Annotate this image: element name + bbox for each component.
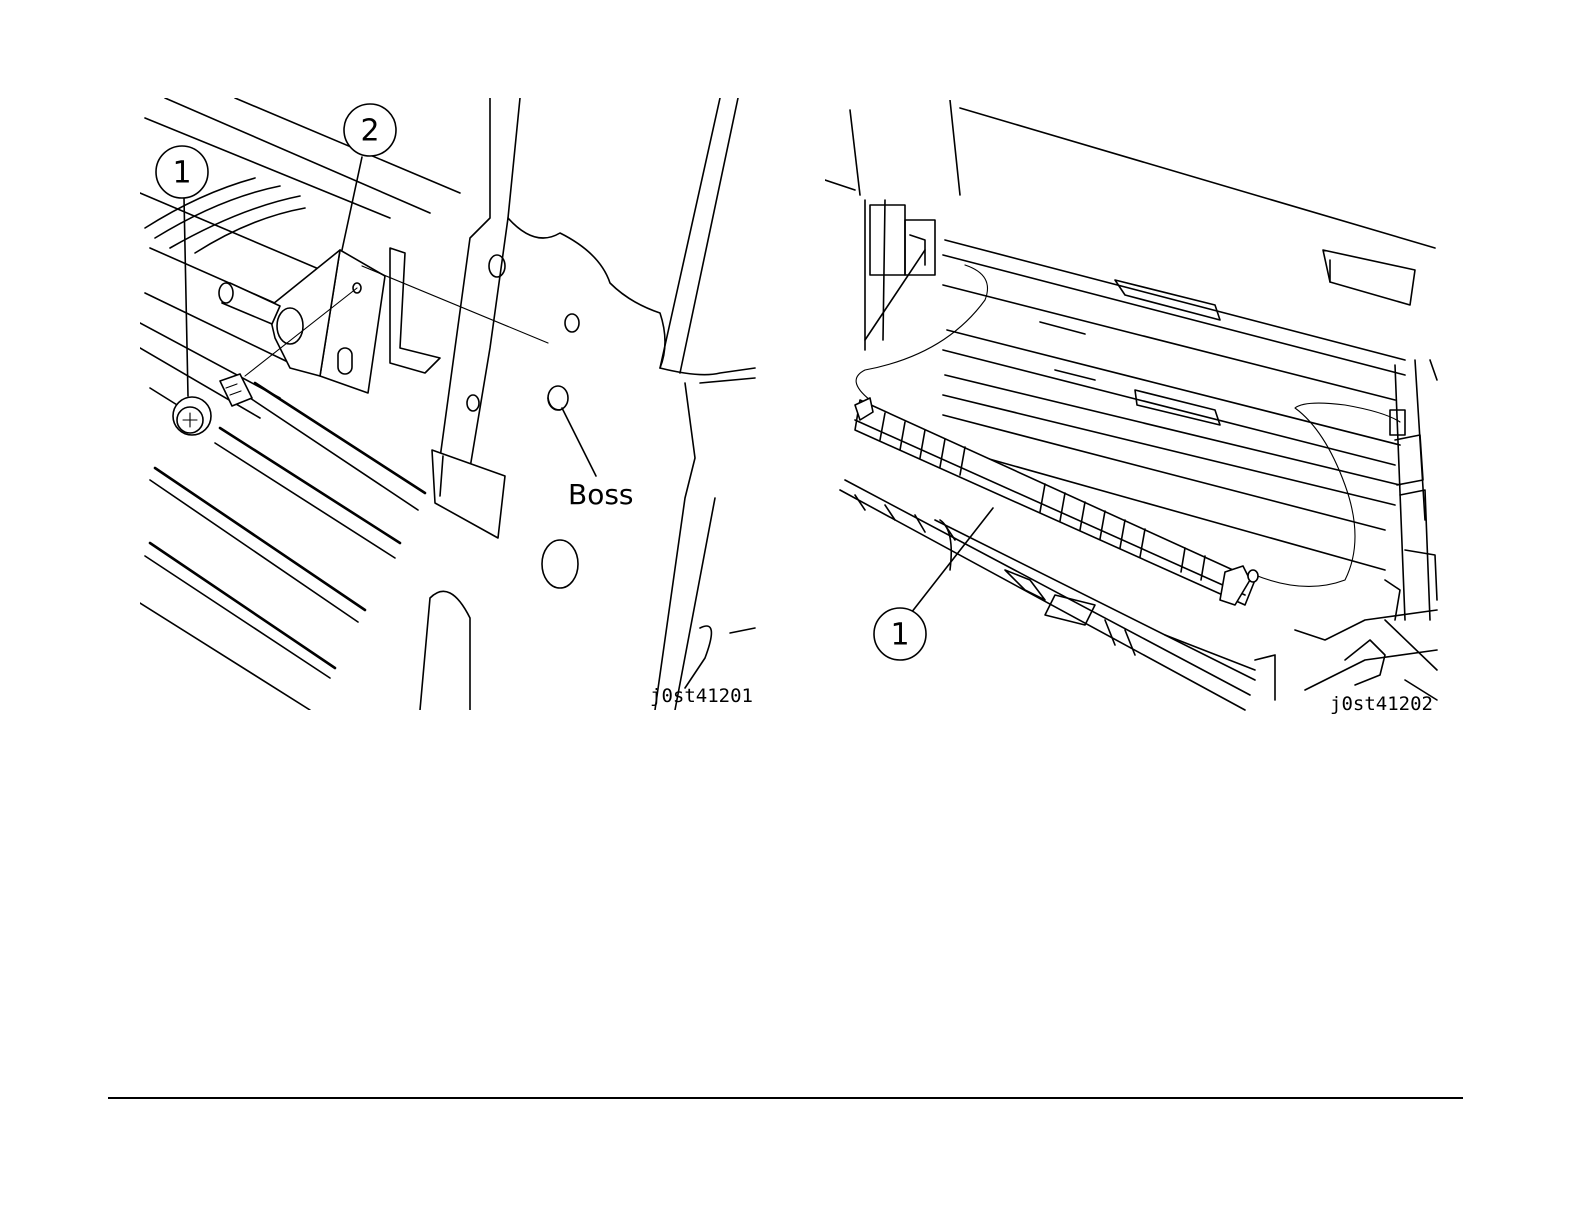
svg-text:1: 1 (890, 618, 909, 653)
vertical-frame (390, 98, 755, 710)
figure-code: j0st41202 (1330, 693, 1433, 715)
figure-left-bracket-removal: Boss 1 (140, 98, 760, 710)
machine-housing (825, 100, 1435, 350)
boss-label: Boss (568, 478, 634, 511)
boss-pin (548, 386, 596, 476)
footer-rule (108, 1097, 1463, 1099)
roll-assembly (855, 398, 1258, 605)
bracket-diagram: Boss 1 (140, 98, 760, 710)
screw (173, 374, 252, 435)
mounting-hole (565, 314, 579, 332)
svg-text:2: 2 (360, 114, 379, 149)
roll-diagram: 1 j0st41202 (825, 100, 1440, 720)
callout-1-roll: 1 (874, 508, 993, 660)
lower-guide (840, 480, 1437, 710)
callout-2-bracket: 2 (342, 104, 396, 250)
figure-code: j0st41201 (650, 685, 753, 707)
bracket (219, 250, 385, 393)
svg-text:1: 1 (172, 156, 191, 191)
figure-right-roll-removal: 1 j0st41202 (825, 100, 1440, 720)
